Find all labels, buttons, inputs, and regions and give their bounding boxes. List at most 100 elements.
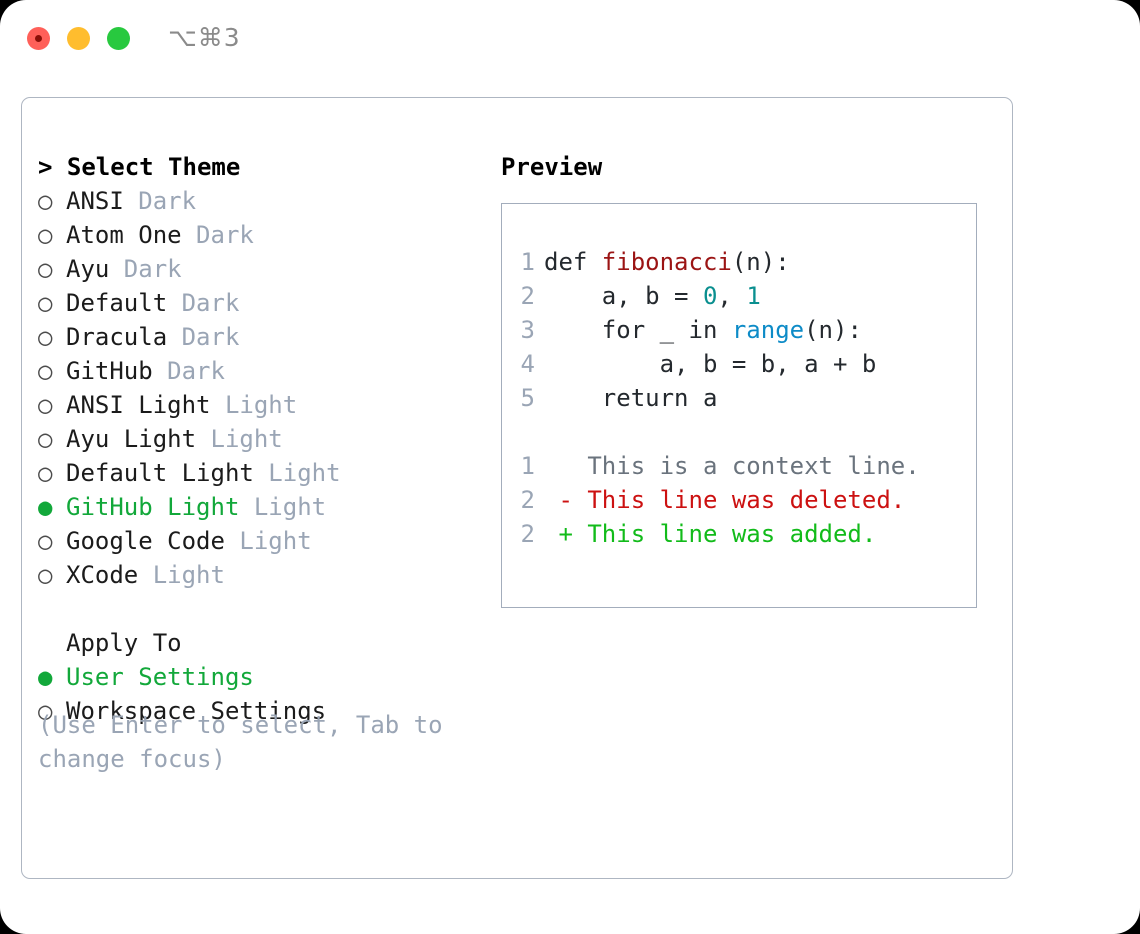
theme-name: ANSI [66,187,139,215]
code-line-number: 1 [520,248,535,276]
theme-kind-label: Dark [196,221,254,249]
radio-unselected-icon: ○ [38,527,53,555]
theme-name: Default Light [66,459,269,487]
code-line-number: 3 [520,316,535,344]
code-line-number: 2 [520,282,535,310]
radio-unselected-icon: ○ [38,697,53,725]
code-token-call: range [731,316,805,344]
theme-kind-label: Light [268,459,341,487]
code-token: a, b = b, a + b [544,350,877,378]
theme-list: ○ ANSI Dark ○ Atom One Dark ○ Ayu Dark ○ Defaul… [38,184,488,592]
theme-list-item[interactable]: ● GitHub Light Light [38,490,488,524]
diff-line-deleted: 2 - This line was deleted. [513,483,970,517]
theme-kind-label: Light [152,561,225,589]
keyboard-shortcut-label: ⌥⌘3 [168,23,241,52]
theme-selector-panel: > Select Theme ○ANSI Dark○Atom One Dark○… [21,97,1013,879]
radio-selected-icon: ● [38,493,53,521]
radio-unselected-icon: ○ [38,187,53,215]
theme-list-item[interactable]: ○ GitHub Dark [38,354,488,388]
diff-line-text: This is a context line. [544,452,920,480]
radio-unselected-icon: ○ [38,221,53,249]
title-bar: ⌥⌘3 [0,0,1140,76]
theme-name: Default [66,289,182,317]
theme-list-item[interactable]: ○ Default Light Light [38,456,488,490]
diff-line-number: 1 [520,452,535,480]
code-token-number: 1 [746,282,761,310]
apply-to-option-label: Workspace Settings [66,697,327,725]
theme-name: Dracula [66,323,182,351]
code-diff-spacer [513,415,970,449]
code-token: , [717,282,747,310]
theme-kind-label: Light [239,527,312,555]
theme-name: Ayu Light [66,425,211,453]
keyboard-hint-line-2: change focus) [38,745,226,773]
theme-list-column: > Select Theme ○ANSI Dark○Atom One Dark○… [38,150,488,728]
theme-list-item[interactable]: ○ Google Code Light [38,524,488,558]
theme-kind-label: Dark [167,357,225,385]
maximize-window-button[interactable] [107,27,130,50]
radio-unselected-icon: ○ [38,289,53,317]
theme-list-item[interactable]: ○XCode Light [38,558,488,592]
diff-sample: 1 This is a context line.2 - This line w… [513,449,970,551]
apply-to-option[interactable]: ● User Settings [38,660,488,694]
diff-line-number: 2 [520,486,535,514]
apply-to-marker-spacer [38,626,66,660]
theme-name: Atom One [66,221,197,249]
theme-name: Google Code [66,527,240,555]
code-token: def [544,248,602,276]
diff-line-context: 1 This is a context line. [513,449,970,483]
theme-list-item[interactable]: ○ Default Dark [38,286,488,320]
theme-list-item[interactable]: ○ ANSI Light Light [38,388,488,422]
apply-to-options: ● User Settings ○ Workspace Settings [38,660,488,728]
apply-to-header: Apply To [38,626,488,660]
theme-list-item[interactable]: ○ Dracula Dark [38,320,488,354]
code-token-number: 0 [702,282,718,310]
code-token-function: fibonacci [601,248,732,276]
radio-unselected-icon: ○ [38,391,53,419]
diff-line-text: + This line was added. [544,520,877,548]
diff-line-text: - This line was deleted. [544,486,906,514]
theme-name: GitHub [66,357,168,385]
theme-kind-label: Light [224,391,298,419]
theme-list-item[interactable]: ○ANSI Dark [38,184,488,218]
theme-name: Ayu [66,255,124,283]
theme-list-item[interactable]: ○ Ayu Light Light [38,422,488,456]
theme-kind-label: Light [253,493,327,521]
diff-line-number: 2 [520,520,535,548]
keyboard-hint-line-1: (Use Enter to select, Tab to [38,711,443,739]
code-token: return a [544,384,718,412]
radio-unselected-icon: ○ [38,357,53,385]
theme-list-header: > Select Theme [38,153,241,181]
theme-kind-label: Dark [123,255,182,283]
keyboard-hint: (Use Enter to select, Tab to change focu… [38,708,448,776]
apply-to-header-label: Apply To [66,629,182,657]
code-line: 5 return a [513,381,970,415]
code-line-number: 5 [520,384,535,412]
diff-line-added: 2 + This line was added. [513,517,970,551]
theme-kind-label: Light [210,425,283,453]
radio-selected-icon: ● [38,663,53,691]
preview-title: Preview [501,153,603,181]
code-token: (n): [804,316,862,344]
radio-unselected-icon: ○ [38,459,53,487]
code-line: 3 for _ in range(n): [513,313,970,347]
apply-to-option[interactable]: ○ Workspace Settings [38,694,488,728]
radio-unselected-icon: ○ [38,323,53,351]
code-token: a, b = [544,282,703,310]
code-token: (n): [731,248,790,276]
theme-kind-label: Dark [181,289,240,317]
radio-unselected-icon: ○ [38,255,53,283]
apply-to-option-label: User Settings [66,663,254,691]
minimize-window-button[interactable] [67,27,90,50]
theme-list-item[interactable]: ○ Ayu Dark [38,252,488,286]
theme-list-item[interactable]: ○ Atom One Dark [38,218,488,252]
theme-name: GitHub Light [66,493,254,521]
code-token: for _ in [544,316,732,344]
radio-unselected-icon: ○ [38,425,53,453]
theme-name: ANSI Light [66,391,225,419]
theme-kind-label: Dark [181,323,240,351]
